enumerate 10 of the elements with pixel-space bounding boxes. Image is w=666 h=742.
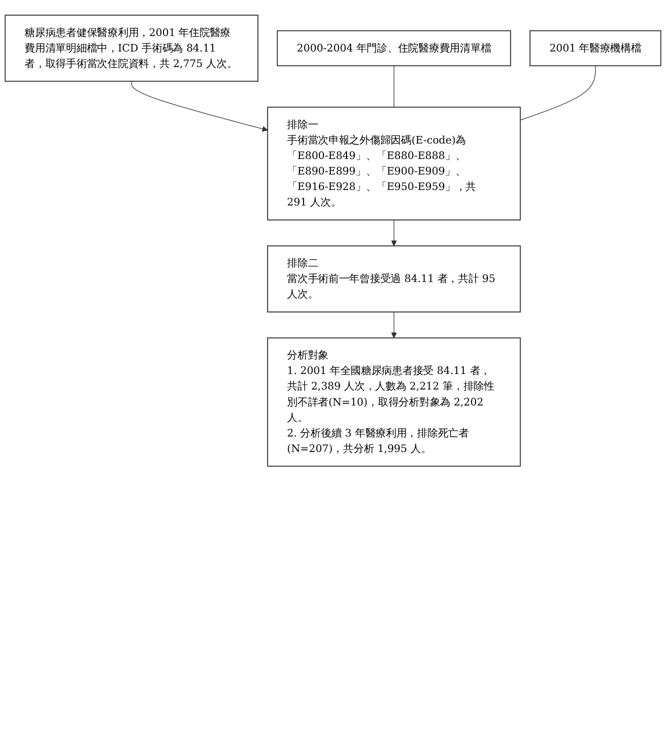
node-box: 糖尿病患者健保醫療利用，2001 年住院醫療費用清單明細檔中，ICD 手術碼為 84.11 者，取得手術當次住院資料，共 2,775 人次。 (4, 14, 258, 82)
node-box: 排除二 當次手術前一年曾接受過 84.11 者，共計 95 人次。 (267, 245, 521, 312)
node-box: 2001 年醫療機構檔 (530, 30, 662, 66)
node-box: 排除一 手術當次申報之外傷歸因碼(E-code)為「E800-E849」、「E880-E888」、「E890-E899」、「E900-E909」、「E916-E928」、「E950-E959」，共 291 人次。 (267, 106, 521, 220)
arrow (391, 312, 397, 338)
arrow (131, 80, 268, 132)
arrow (391, 220, 397, 246)
connector (520, 65, 596, 120)
node-box: 分析對象 1. 2001 年全國糖尿病患者接受 84.11 者，共計 2,389 人次，人數為 2,212 筆，排除性別不詳者(N=10)，取得分析對象為 2,202 人。 2. 分析後續 3 年醫療利用，排除死亡者(N=207)，共分析 1,995 人。 (267, 337, 521, 467)
node-box: 2000-2004 年門診、住院醫療費用清單檔 (276, 30, 512, 66)
